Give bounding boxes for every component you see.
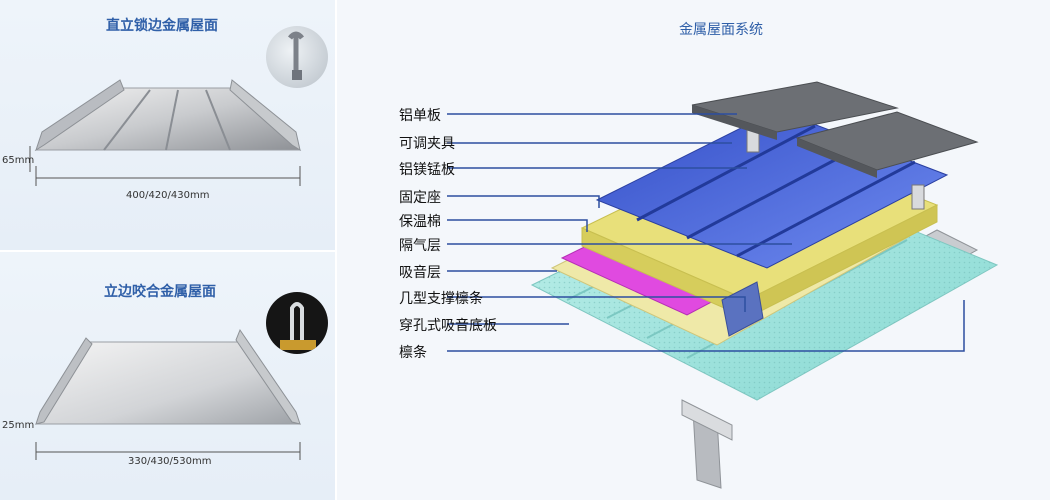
layer-label-insulation-wool: 保温棉 — [399, 214, 441, 230]
layer-label-almgmn-sheet: 铝镁锰板 — [399, 162, 455, 178]
standing-seam-height-dim: 65mm — [2, 155, 35, 166]
edge-bite-detail-inset — [266, 292, 328, 354]
layer-label-purlin: 檩条 — [399, 345, 427, 361]
seam-clip-icon — [288, 31, 304, 80]
layer-label-perforated-base: 穿孔式吸音底板 — [399, 318, 497, 334]
layer-label-adjustable-clamp: 可调夹具 — [399, 136, 455, 152]
layer-label-aluminum-panel: 铝单板 — [399, 108, 441, 124]
layer-label-sound-absorbing-layer: 吸音层 — [399, 265, 441, 281]
edge-bite-panel: 立边咬合金属屋面 25mm 330/430/530mm — [0, 252, 335, 500]
edge-bite-title: 立边咬合金属屋面 — [104, 284, 216, 300]
edge-bite-width-dim: 330/430/530mm — [128, 456, 212, 467]
standing-seam-width-dim: 400/420/430mm — [126, 190, 210, 201]
layer-label-support-purlin: 几型支撑檩条 — [399, 291, 483, 307]
roof-system-title: 金属屋面系统 — [679, 22, 763, 38]
seam-fold-icon — [280, 302, 316, 350]
leader-line-3 — [447, 195, 600, 208]
leader-lines — [447, 113, 965, 352]
standing-seam-title: 直立锁边金属屋面 — [106, 18, 218, 34]
edge-bite-sheet-illustration — [35, 328, 301, 460]
standing-seam-panel: 直立锁边金属屋面 65mm 400/420/430mm — [0, 0, 335, 250]
layer-label-vapor-barrier: 隔气层 — [399, 238, 441, 254]
leader-line-4 — [447, 219, 588, 232]
leader-line-7 — [447, 296, 746, 312]
standing-seam-detail-inset — [266, 26, 328, 88]
roof-system-panel: 金属屋面系统 — [337, 0, 1050, 500]
edge-bite-height-dim: 25mm — [2, 420, 35, 431]
roof-system-cutaway — [530, 81, 999, 489]
leader-line-9 — [447, 300, 965, 352]
standing-seam-sheet-illustration — [29, 79, 302, 186]
layer-label-fixing-seat: 固定座 — [399, 190, 441, 206]
